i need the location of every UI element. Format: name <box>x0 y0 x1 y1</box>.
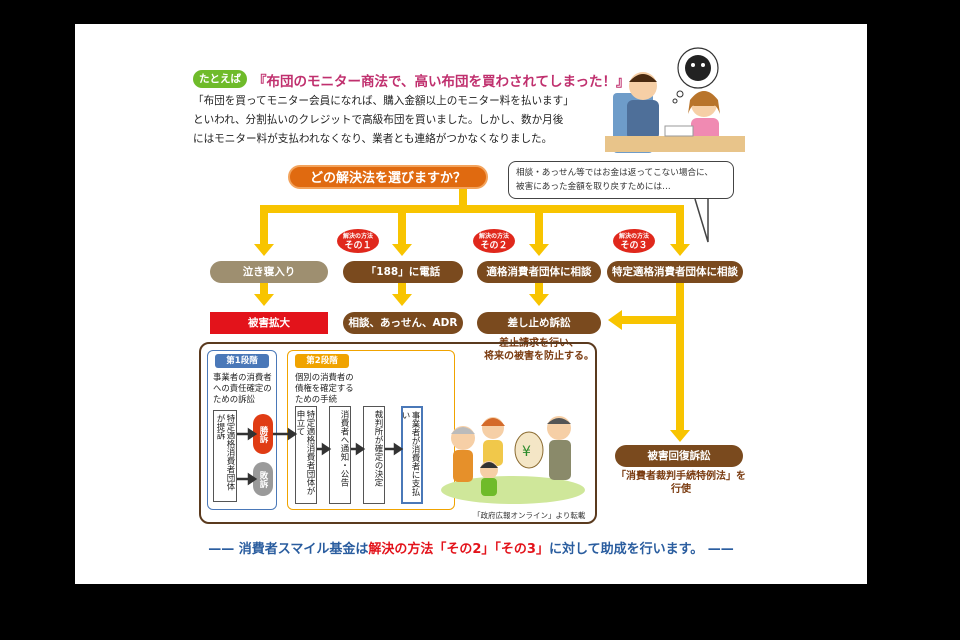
story-line: といわれ、分割払いのクレジットで高級布団を買いました。しかし、数か月後 <box>193 114 564 126</box>
stage-2-desc: 個別の消費者の 債権を確定する ための手続 <box>295 372 354 405</box>
footer-part3: に対して助成を行います。 <box>548 542 704 557</box>
result-damage-spread: 被害拡大 <box>210 312 328 334</box>
desc-line: 事業者の消費者 <box>213 372 272 382</box>
note-line: 行使 <box>671 484 691 495</box>
bubble-line: 被害にあった金額を取り戻すためには… <box>516 182 671 192</box>
badge-big: その１ <box>344 241 372 251</box>
connector <box>676 205 684 245</box>
desc-line: 個別の消費者の <box>295 372 354 382</box>
bubble-tail <box>694 198 709 243</box>
footer-part1: 消費者スマイル基金は <box>238 542 369 557</box>
result-consultation: 相談、あっせん、ADR <box>343 312 463 334</box>
connector <box>459 187 467 209</box>
note-line: 「消費者裁判手続特例法」を <box>616 471 746 482</box>
process-arrows <box>237 427 404 486</box>
fund-footer: —— 消費者スマイル基金は解決の方法「その2」「その3」に対して助成を行います。… <box>75 538 867 557</box>
method-badge-1: 解決の方法 その１ <box>337 229 379 253</box>
option-qualified-group: 適格消費者団体に相談 <box>477 261 601 283</box>
option-call-188: 「188」に電話 <box>343 261 463 283</box>
arrowhead <box>670 244 690 256</box>
plaintiff-box: 特定適格消費者団体が提訴 <box>213 410 237 502</box>
case-headline: 『布団のモニター商法で、高い布団を買わされてしまった！』 <box>253 74 630 90</box>
story-line: にはモニター料が支払われなくなり、業者とも連絡がつかなくなりました。 <box>193 133 553 145</box>
badge-small: 解決の方法 <box>342 233 373 240</box>
method-badge-2: 解決の方法 その２ <box>473 229 515 253</box>
method-badge-3: 解決の方法 その３ <box>613 229 655 253</box>
pay-box: 事業者が消費者に支払い <box>401 406 423 504</box>
desc-line: ための手続 <box>295 394 337 404</box>
court-box: 裁判所が確定の決定 <box>363 406 385 504</box>
badge-small: 解決の方法 <box>478 233 509 240</box>
example-tag: たとえば <box>193 70 247 88</box>
arrowhead <box>254 294 274 306</box>
result-recovery-suit: 被害回復訴訟 <box>615 445 743 467</box>
lose-oval: 敗訴 <box>253 462 273 496</box>
diagram-panel: たとえば 『布団のモニター商法で、高い布団を買わされてしまった！』 「布団を買っ… <box>75 24 867 584</box>
money-return-illustration: ¥ <box>441 416 585 504</box>
arrowhead <box>670 430 690 442</box>
bubble-line: 相談・あっせん等ではお金は返ってこない場合に、 <box>516 168 713 178</box>
note-line: 将来の被害を防止する。 <box>484 351 594 362</box>
connector <box>676 282 684 432</box>
connector <box>535 205 543 245</box>
arrowheads <box>254 198 709 442</box>
option-specified-group: 特定適格消費者団体に相談 <box>607 261 743 283</box>
connector <box>535 282 543 296</box>
stage-1-label: 第1段階 <box>215 354 269 368</box>
arrowhead <box>392 294 412 306</box>
arrowhead <box>529 294 549 306</box>
case-story: 「布団を買ってモニター会員になれば、購入金額以上のモニター料を払います」 といわ… <box>193 92 574 149</box>
footer-suffix: —— <box>703 542 734 557</box>
desc-line: 債権を確定する <box>295 383 354 393</box>
arrowhead <box>608 310 622 330</box>
speech-bubble: 相談・あっせん等ではお金は返ってこない場合に、 被害にあった金額を取り戻すために… <box>508 161 734 199</box>
connector <box>260 205 684 213</box>
badge-big: その２ <box>480 241 508 251</box>
desc-line: への責任確定の <box>213 383 272 393</box>
image-credit: 「政府広報オンライン」より転載 <box>473 511 586 520</box>
arrowhead <box>529 244 549 256</box>
stage-2-label: 第2段階 <box>295 354 349 368</box>
connector <box>398 282 406 296</box>
arrowhead <box>254 244 274 256</box>
footer-highlight: 解決の方法「その2」「その3」 <box>368 542 549 557</box>
badge-big: その３ <box>620 241 648 251</box>
question-banner: どの解決法を選びますか？ <box>288 165 488 189</box>
connector <box>398 205 406 245</box>
badge-small: 解決の方法 <box>618 233 649 240</box>
recovery-note: 「消費者裁判手続特例法」を 行使 <box>601 470 761 496</box>
notice-box: 消費者へ通知・公告 <box>329 406 351 504</box>
win-oval: 勝訴 <box>253 414 273 454</box>
footer-prefix: —— <box>208 542 239 557</box>
worried-couple-illustration <box>605 47 745 153</box>
arrowhead <box>392 244 412 256</box>
apply-box: 特定適格消費者団体が申立て <box>295 406 317 504</box>
story-line: 「布団を買ってモニター会員になれば、購入金額以上のモニター料を払います」 <box>193 95 574 107</box>
result-injunction-suit: 差し止め訴訟 <box>477 312 601 334</box>
option-give-up: 泣き寝入り <box>210 261 328 283</box>
litigation-process-box: 第1段階 事業者の消費者 への責任確定の ための訴訟 特定適格消費者団体が提訴 … <box>199 342 597 524</box>
desc-line: ための訴訟 <box>213 394 255 404</box>
svg-text:¥: ¥ <box>522 444 531 460</box>
connector <box>260 205 268 245</box>
stage-1-frame <box>207 350 277 510</box>
connector <box>260 282 268 296</box>
stage-1-desc: 事業者の消費者 への責任確定の ための訴訟 <box>213 372 272 405</box>
connector <box>620 316 680 324</box>
